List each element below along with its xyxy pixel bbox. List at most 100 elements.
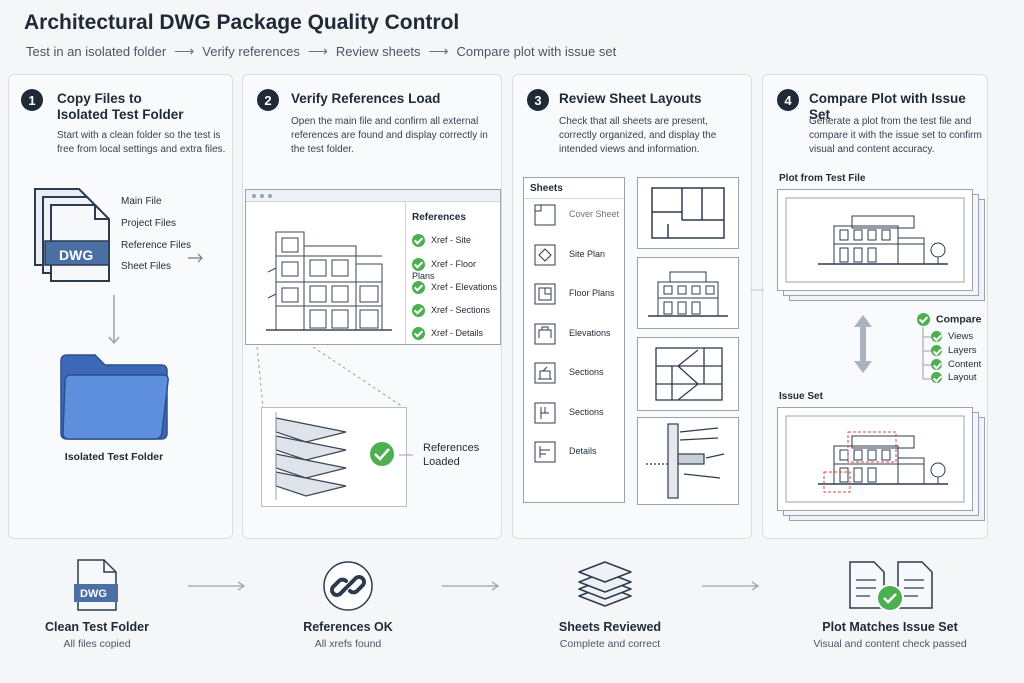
check-icon: [412, 258, 425, 271]
summary-step-3: Review sheets: [335, 44, 421, 59]
sheet-row-label[interactable]: Cover Sheet: [569, 209, 620, 219]
step-1-title-line-2: Isolated Test Folder: [57, 107, 184, 122]
outcome-2-sub: All xrefs found: [314, 638, 382, 650]
xref-site-label: Xref - Site: [431, 234, 472, 245]
panel-connector: [750, 289, 764, 291]
check-icon: [917, 313, 930, 326]
issue-set-sheet[interactable]: [777, 407, 973, 511]
sheet-thumb-section[interactable]: [637, 337, 739, 411]
plot-from-test-label: Plot from Test File: [779, 173, 866, 184]
elevation-drawing-icon: [648, 271, 728, 317]
layers-stack-icon: [275, 412, 347, 500]
cad-viewport: [246, 202, 406, 344]
compare-layers-label: Layers: [948, 345, 977, 357]
sheet-thumbnail-icon: [534, 283, 556, 305]
markup-clouds: [823, 431, 897, 493]
sheet-row-label[interactable]: Sections: [569, 406, 604, 417]
zoom-lines: [256, 346, 404, 408]
xref-site: Xref - Site: [412, 234, 471, 247]
outcome-4-sub: Visual and content check passed: [813, 638, 967, 650]
references-heading: References: [412, 212, 466, 223]
page-title: Architectural DWG Package Quality Contro…: [24, 11, 460, 34]
sheets-heading: Sheets: [530, 183, 563, 194]
sheet-thumb-floor-plan[interactable]: [637, 177, 739, 249]
sheet-thumbnail-icon: [534, 362, 556, 384]
sheet-row-icon: [531, 320, 559, 348]
sheet-row-label[interactable]: Sections: [569, 367, 604, 377]
check-icon: [412, 304, 425, 317]
building-elevation-drawing-icon: [266, 231, 392, 331]
documents-match-icon: [849, 561, 933, 612]
sheet-thumbnail-icon: [534, 441, 556, 463]
step-1-badge: 1: [21, 89, 43, 111]
outcome-1-label: Clean Test Folder: [45, 620, 149, 634]
sheet-row-label[interactable]: Floor Plans: [569, 288, 615, 298]
sheet-row-icon: [531, 241, 559, 269]
step-3-description: Check that all sheets are present, corre…: [559, 116, 717, 155]
sheet-row-icon: [531, 280, 559, 308]
plot-building-drawing-icon: [785, 197, 965, 283]
sheet-list-divider: [524, 198, 624, 199]
xref-details: Xref - Details: [412, 327, 483, 340]
flow-arrow-icon: [442, 581, 500, 591]
summary-arrow-2: ⟶: [307, 43, 328, 59]
compare-heading: Compare: [917, 313, 982, 326]
compare-content: Content: [931, 359, 981, 370]
sheet-thumbnail-icon: [534, 323, 556, 344]
sheet-thumb-elevation[interactable]: [637, 257, 739, 329]
folder-icon: [60, 354, 169, 440]
folder-label: Isolated Test Folder: [64, 451, 164, 463]
step-3-title: Review Sheet Layouts: [559, 91, 702, 106]
file-project: Project Files: [121, 218, 177, 229]
step-4-title: Compare Plot with Issue Set: [809, 91, 966, 122]
window-dot-icon: [268, 194, 272, 198]
xref-floor-plans-label: Xref - Floor Plans: [412, 258, 477, 281]
step-2-title: Verify References Load: [291, 91, 441, 106]
references-loaded-line-1: References: [423, 442, 480, 454]
summary-arrow-1: ⟶: [174, 43, 195, 59]
check-icon: [931, 345, 942, 356]
connector-line: [399, 454, 413, 456]
flow-arrow-icon: [702, 581, 760, 591]
panel-step-3: 3 Review Sheet Layouts Check that all sh…: [512, 74, 752, 539]
sheet-thumbnail-icon: [534, 244, 556, 265]
panel-step-2: 2 Verify References Load Open the main f…: [242, 74, 502, 539]
compare-layout: Layout: [931, 372, 977, 383]
panel-step-4: 4 Compare Plot with Issue Set Generate a…: [762, 74, 988, 539]
plot-from-test-sheet[interactable]: [777, 189, 973, 291]
check-icon: [412, 327, 425, 340]
check-icon: [931, 359, 942, 370]
dwg-icon-label: DWG: [59, 247, 94, 263]
file-sheet: Sheet Files: [121, 261, 172, 272]
step-2-description: Open the main file and confirm all exter…: [291, 116, 488, 155]
references-loaded-label: References Loaded: [423, 441, 479, 469]
issue-building-drawing-icon: [785, 415, 965, 503]
sheet-thumbnail-icon: [534, 204, 556, 226]
floor-plan-drawing-icon: [651, 187, 725, 239]
file-reference: Reference Files: [121, 240, 192, 251]
sheet-row-label[interactable]: Details: [569, 446, 597, 456]
check-icon: [931, 372, 942, 383]
sheet-row-label[interactable]: Site Plan: [569, 248, 606, 259]
xref-sections: Xref - Sections: [412, 304, 490, 317]
window-dot-icon: [260, 194, 264, 198]
sheet-row-icon: [531, 438, 559, 466]
outcome-1-sub: All files copied: [63, 638, 131, 650]
dwg-file-stack-icon: [34, 188, 110, 282]
file-main: Main File: [121, 196, 162, 207]
sheet-thumb-detail[interactable]: [637, 417, 739, 505]
sheet-row-icon: [531, 359, 559, 387]
dwg-file-icon: [74, 559, 118, 611]
section-drawing-icon: [655, 347, 723, 401]
xref-details-label: Xref - Details: [431, 327, 484, 338]
step-1-title: Copy Files to Isolated Test Folder: [57, 91, 184, 123]
issue-set-label: Issue Set: [779, 391, 823, 402]
references-loaded-check-icon: [368, 440, 396, 468]
check-icon: [412, 234, 425, 247]
step-2-badge: 2: [257, 89, 279, 111]
compare-layers: Layers: [931, 345, 977, 356]
sheet-row-label[interactable]: Elevations: [569, 327, 611, 338]
summary-arrow-3: ⟶: [428, 43, 449, 59]
xref-floor-plans: Xref - Floor Plans: [412, 258, 500, 281]
summary-step-4: Compare plot with issue set: [456, 44, 617, 59]
